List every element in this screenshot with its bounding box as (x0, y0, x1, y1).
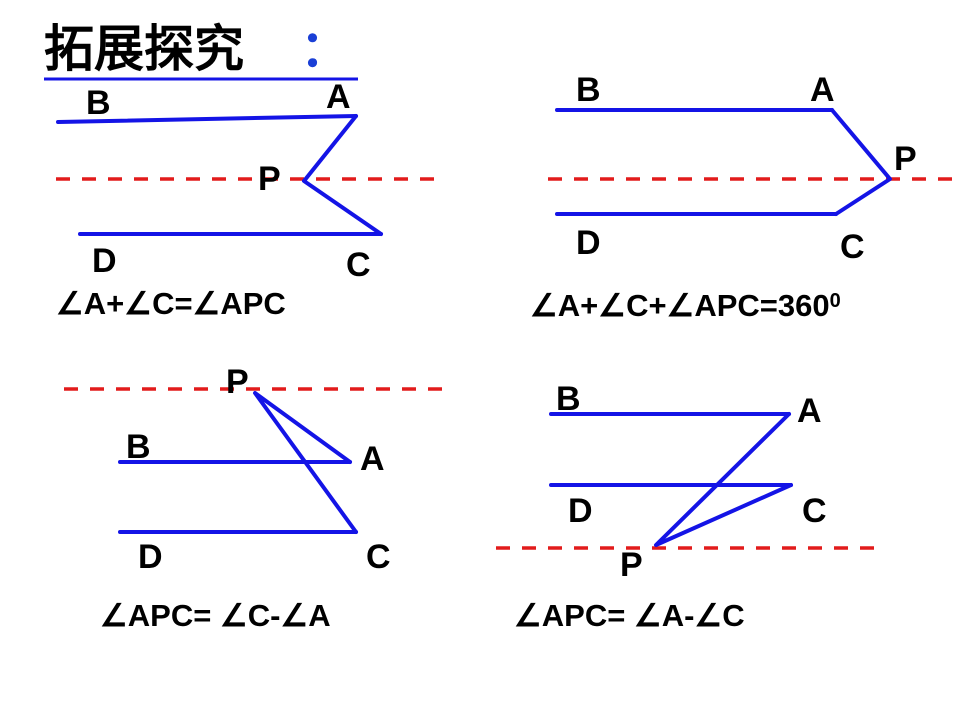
point-label-d: D (138, 538, 163, 576)
page-title: 拓展探究 (44, 20, 244, 78)
path-apc (302, 114, 383, 236)
point-label-c: C (802, 492, 827, 530)
formula-2: ∠A+∠C+∠APC=3600 (530, 288, 841, 323)
title-group: 拓展探究 ： (44, 20, 358, 81)
path-apc (830, 108, 892, 216)
point-label-c: C (840, 228, 865, 266)
figure-2: B A P D C ∠A+∠C+∠APC=3600 (530, 71, 958, 323)
point-label-p: P (258, 160, 281, 198)
figure-3: P B A D C ∠APC= ∠C-∠A (64, 363, 444, 633)
point-label-p: P (894, 140, 917, 178)
point-label-b: B (576, 71, 601, 109)
point-label-d: D (92, 242, 117, 280)
line-ba (56, 114, 358, 124)
point-label-d: D (576, 224, 601, 262)
point-label-b: B (86, 84, 111, 122)
path-apc (253, 391, 358, 534)
point-label-a: A (360, 440, 385, 478)
figure-1: B A P D C ∠A+∠C=∠APC (56, 78, 436, 321)
point-label-p: P (226, 363, 249, 401)
point-label-a: A (810, 71, 835, 109)
point-label-a: A (797, 392, 822, 430)
point-label-a: A (326, 78, 351, 116)
point-label-p: P (620, 546, 643, 584)
formula-4: ∠APC= ∠A-∠C (514, 598, 745, 633)
formula-2-main: ∠A+∠C+∠APC=360 (530, 288, 830, 323)
figure-4: B A D C P ∠APC= ∠A-∠C (496, 380, 876, 633)
title-colon: ： (300, 20, 350, 78)
formula-3: ∠APC= ∠C-∠A (100, 598, 331, 633)
point-label-b: B (126, 428, 151, 466)
point-label-d: D (568, 492, 593, 530)
path-apc (654, 412, 793, 547)
point-label-b: B (556, 380, 581, 418)
point-label-c: C (366, 538, 391, 576)
point-label-c: C (346, 246, 371, 284)
formula-2-sup: 0 (830, 290, 841, 312)
formula-1: ∠A+∠C=∠APC (56, 286, 286, 321)
